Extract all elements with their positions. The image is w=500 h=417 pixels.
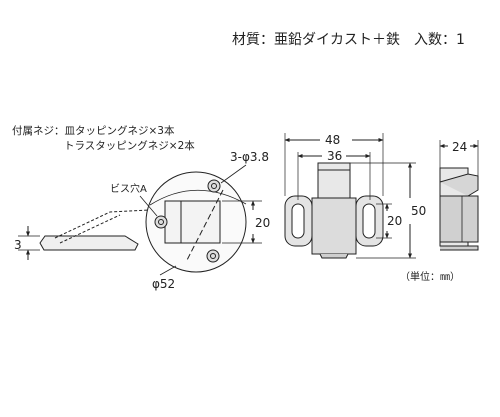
catch-height-dim: 50 (411, 204, 426, 218)
hole-spec-label: 3-φ3.8 (230, 150, 269, 164)
included-screws-line2: トラスタッピングネジ×2本 (64, 140, 195, 152)
material-spec: 材質：亜鉛ダイカスト＋鉄 入数：1 (232, 32, 465, 48)
plate-slot (164, 200, 221, 244)
included-screws-label: 付属ネジ：皿タッピングネジ×3本 (12, 125, 175, 137)
profile-depth-dim: 24 (452, 140, 467, 154)
diameter-dim: φ52 (152, 277, 175, 291)
side-plate (39, 235, 139, 251)
screw-hole-a (154, 215, 168, 229)
screw-hole-a-label: ビス穴A (110, 182, 147, 195)
catch-width-dim: 48 (325, 133, 340, 147)
catch-inner-dim: 36 (327, 149, 342, 163)
catch-view (284, 133, 416, 259)
center-line (185, 189, 224, 263)
side-view (18, 209, 151, 260)
front-view (139, 164, 262, 276)
side-thickness-dim: 3 (14, 238, 22, 252)
side-plate-hidden (54, 209, 151, 239)
front-height-dim: 20 (255, 216, 270, 230)
screw-hole-top (207, 179, 221, 193)
catch-body (311, 197, 357, 255)
unit-label: （単位：㎜） (400, 270, 460, 283)
screw-hole-bottom (206, 249, 220, 263)
profile-view (439, 140, 479, 251)
catch-slot-dim: 20 (387, 214, 402, 228)
catch-roller (317, 162, 351, 199)
